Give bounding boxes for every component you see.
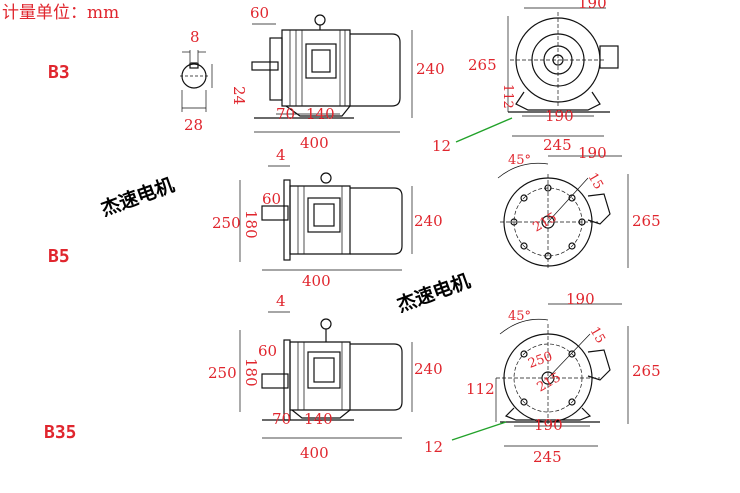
b3-foot-width: 190 [545, 107, 574, 125]
b5-end-view [497, 162, 611, 270]
b35-base-width: 245 [533, 448, 562, 466]
b5-end-height: 265 [632, 212, 661, 230]
b35-foot-width: 190 [534, 416, 563, 434]
b3-base-width: 245 [543, 136, 572, 154]
b3-foot-offset: 70 [276, 105, 295, 123]
b35-spigot-diameter: 180 [242, 358, 260, 387]
b35-centre-height: 112 [466, 380, 495, 398]
b3-foot-span: 140 [306, 105, 335, 123]
b35-flange-thickness: 4 [276, 292, 286, 310]
b5-shaft-length: 60 [262, 190, 281, 208]
b3-end-height: 265 [468, 56, 497, 74]
mount-label-b35: B35 [44, 422, 77, 443]
b35-height: 240 [414, 360, 443, 378]
b5-height: 240 [414, 212, 443, 230]
mount-label-b5: B5 [48, 246, 70, 267]
b35-shaft-length: 60 [258, 342, 277, 360]
b5-total-length: 400 [302, 272, 331, 290]
b5-flange-thickness: 4 [276, 146, 286, 164]
b35-end-view [496, 318, 611, 424]
b3-end-view [508, 12, 619, 113]
b3-side-view [251, 14, 401, 119]
mount-label-b3: B3 [48, 62, 70, 83]
b5-side-view [261, 172, 403, 261]
brand-watermark-1: 杰速电机 [98, 173, 177, 221]
b35-flange-circle: 250 [526, 349, 554, 372]
b5-flange-diameter: 250 [212, 214, 241, 232]
b35-flange-diameter: 250 [208, 364, 237, 382]
b3-shaft-length: 60 [250, 4, 269, 22]
b3-end-top-width: 190 [578, 0, 607, 12]
unit-label: 计量单位：mm [2, 3, 119, 23]
b35-end-height: 265 [632, 362, 661, 380]
b5-end-top-width: 190 [578, 144, 607, 162]
b35-end-top-width: 190 [566, 290, 595, 308]
b35-foot-offset: 70 [272, 410, 291, 428]
b35-angle: 45° [508, 309, 531, 324]
b3-bolt: 12 [432, 137, 451, 155]
brand-watermark-2: 杰速电机 [394, 269, 473, 317]
b5-spigot-diameter: 180 [242, 210, 260, 239]
b35-bolt: 12 [424, 438, 443, 456]
b3-centre-height: 112 [500, 84, 515, 109]
b35-side-view [261, 318, 403, 421]
b35-bolt-leader [451, 421, 507, 441]
b3-height: 240 [416, 60, 445, 78]
b5-angle: 45° [508, 153, 531, 168]
b3-bolt-leader [455, 117, 513, 143]
b3-shaft-key-width: 8 [190, 28, 200, 46]
b35-pcd: 215 [535, 370, 564, 395]
b3-shaft-key-height: 24 [230, 86, 248, 105]
b5-hole-diameter: 15 [585, 171, 606, 193]
b35-total-length: 400 [300, 444, 329, 462]
b35-hole-diameter: 15 [587, 325, 608, 347]
b35-foot-span: 140 [304, 410, 333, 428]
b3-shaft-diameter: 28 [184, 116, 203, 134]
b3-total-length: 400 [300, 134, 329, 152]
b3-shaft-section [180, 50, 213, 112]
